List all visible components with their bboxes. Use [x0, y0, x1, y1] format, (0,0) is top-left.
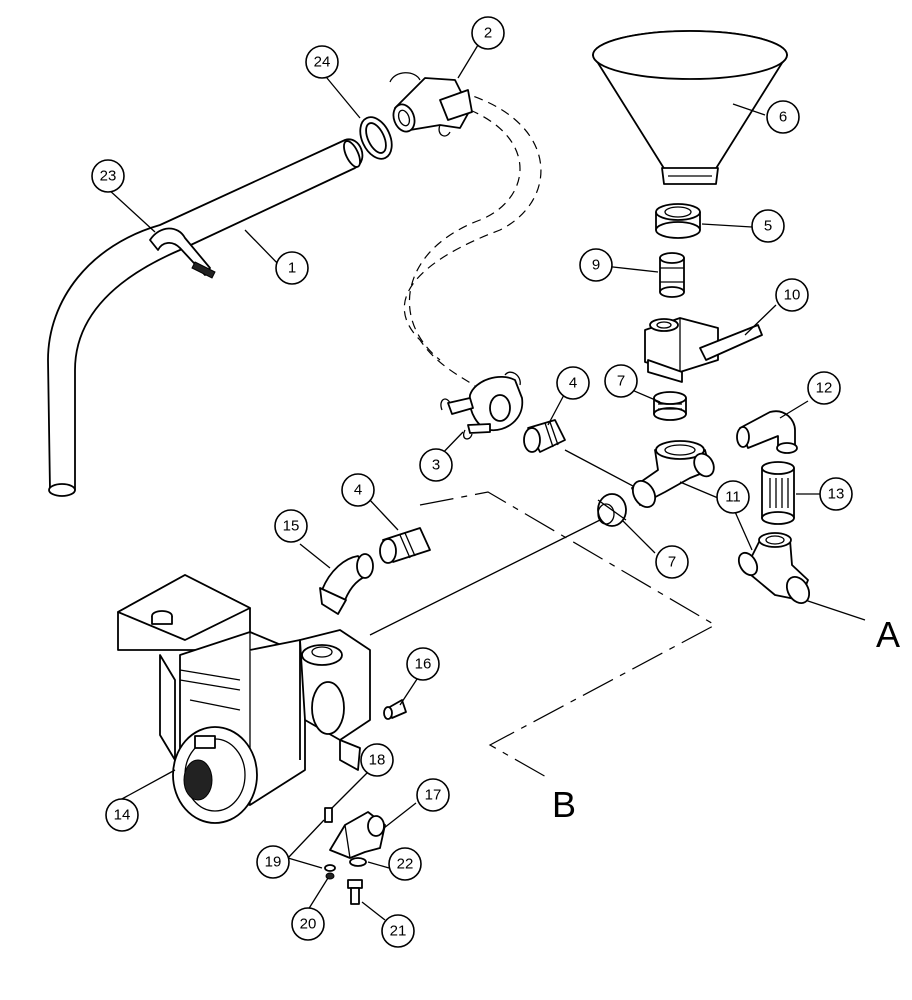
centerline-b: [419, 491, 717, 779]
svg-text:4: 4: [354, 482, 362, 499]
centerline-a: [564, 449, 866, 621]
callout-22: 22: [388, 847, 422, 881]
svg-text:21: 21: [390, 923, 407, 940]
hose-path-dashed-inner: [408, 109, 521, 361]
svg-text:3: 3: [432, 457, 440, 474]
fitting-part-16: [383, 699, 407, 720]
bolt-part-18: [324, 807, 333, 823]
nipple-part-4-upper: [523, 419, 566, 453]
callout-17: 17: [416, 778, 450, 812]
coupling-part-5: [655, 203, 701, 239]
tee-part-11-lower: [737, 532, 811, 605]
reference-letter-b: B: [552, 784, 576, 825]
callout-9: 9: [579, 248, 613, 282]
coupler-part-2: [389, 72, 473, 137]
centerline-pump-7: [369, 519, 601, 636]
washer-part-19: [324, 864, 336, 872]
callout-21: 21: [381, 914, 415, 948]
tee-part-11-upper: [631, 440, 715, 509]
clamp-part-23: [149, 227, 216, 279]
callout-4-lower: 4: [341, 473, 375, 507]
callout-12: 12: [807, 371, 841, 405]
svg-text:10: 10: [784, 287, 801, 304]
svg-text:9: 9: [592, 257, 600, 274]
hose-part-1: [47, 138, 364, 497]
svg-text:6: 6: [779, 109, 787, 126]
elbow-part-12: [736, 410, 798, 454]
callout-14: 14: [105, 798, 139, 832]
valve-part-10: [644, 317, 763, 383]
svg-text:2: 2: [484, 25, 492, 42]
engine-part-14: [117, 574, 371, 824]
svg-text:24: 24: [314, 54, 331, 71]
svg-text:18: 18: [369, 752, 386, 769]
callout-1: 1: [275, 251, 309, 285]
bracket-part-17: [329, 811, 386, 859]
strainer-part-13: [761, 461, 795, 525]
svg-text:1: 1: [288, 260, 296, 277]
callout-11: 11: [716, 480, 750, 514]
nut-part-20: [325, 872, 335, 880]
svg-text:13: 13: [828, 486, 845, 503]
svg-text:16: 16: [415, 656, 432, 673]
reference-letter-a: A: [876, 614, 900, 655]
bolt-part-21: [347, 879, 363, 905]
svg-text:20: 20: [300, 916, 317, 933]
hose-clamp-part-24: [359, 116, 393, 160]
callout-4-upper: 4: [556, 366, 590, 400]
callout-13: 13: [819, 477, 853, 511]
nipple-part-4-lower: [379, 527, 431, 564]
callout-15: 15: [274, 509, 308, 543]
svg-text:12: 12: [816, 380, 833, 397]
svg-text:15: 15: [283, 518, 300, 535]
adapter-part-7-lower: [597, 493, 627, 527]
callout-5: 5: [751, 209, 785, 243]
coupler-part-3: [440, 371, 524, 440]
svg-text:23: 23: [100, 168, 117, 185]
svg-text:22: 22: [397, 856, 414, 873]
callout-3: 3: [419, 448, 453, 482]
callout-19: 19: [256, 845, 290, 879]
svg-text:17: 17: [425, 787, 442, 804]
elbow-part-15: [319, 553, 374, 615]
svg-text:7: 7: [617, 373, 625, 390]
callout-18: 18: [360, 743, 394, 777]
callout-7-lower: 7: [655, 545, 689, 579]
svg-text:5: 5: [764, 218, 772, 235]
callout-16: 16: [406, 647, 440, 681]
svg-text:19: 19: [265, 854, 282, 871]
svg-text:4: 4: [569, 375, 577, 392]
svg-text:7: 7: [668, 554, 676, 571]
svg-text:14: 14: [114, 807, 131, 824]
callout-6: 6: [766, 100, 800, 134]
callout-2: 2: [471, 16, 505, 50]
callout-10: 10: [775, 278, 809, 312]
svg-text:11: 11: [725, 489, 741, 506]
callout-24: 24: [305, 45, 339, 79]
funnel-part-6: [592, 30, 788, 185]
hose-path-dashed: [403, 91, 542, 391]
callout-23: 23: [91, 159, 125, 193]
callout-7-upper: 7: [604, 364, 638, 398]
washer-part-22: [349, 857, 367, 867]
adapter-part-7-upper: [653, 391, 687, 421]
nipple-part-9: [659, 252, 685, 298]
callout-20: 20: [291, 907, 325, 941]
